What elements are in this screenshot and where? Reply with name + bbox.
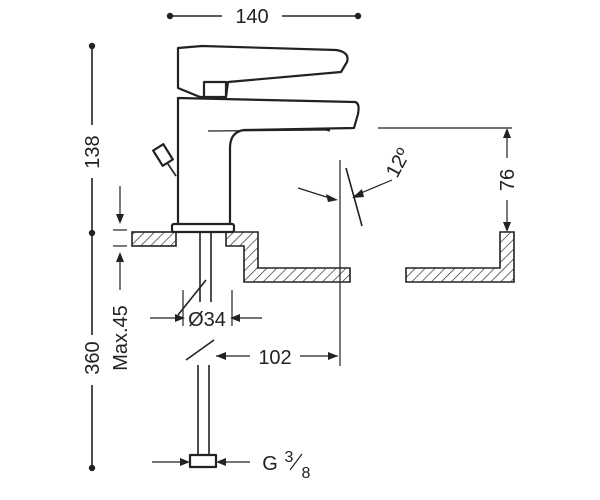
countertop-sink-left xyxy=(225,231,351,283)
dimension-thread: G 3 8 xyxy=(152,449,311,482)
label-reach-102: 102 xyxy=(258,347,291,369)
label-diameter-34: Ø34 xyxy=(188,309,226,331)
label-width-140: 140 xyxy=(235,6,268,28)
dimension-reach-102: 102 xyxy=(216,160,341,369)
dimension-diameter-34: Ø34 xyxy=(150,279,262,331)
dimension-width-140: 140 xyxy=(166,6,362,28)
countertop-sink-right xyxy=(405,231,515,283)
dimension-height-138: 138 xyxy=(82,42,104,237)
label-height-360: 360 xyxy=(82,341,104,374)
countertop-left xyxy=(131,231,177,247)
faucet-body xyxy=(170,96,360,234)
label-height-138: 138 xyxy=(82,135,104,168)
label-angle-12: 12º xyxy=(382,144,416,181)
dimension-height-360: 360 xyxy=(82,233,104,472)
dimension-angle-12: 12º xyxy=(297,144,416,227)
supply-hose xyxy=(185,232,218,469)
popup-rod xyxy=(152,143,177,177)
label-thread-denominator: 8 xyxy=(302,465,311,482)
label-drop-76: 76 xyxy=(497,169,519,191)
dimension-drop-76: 76 xyxy=(378,127,519,232)
lever-handle xyxy=(176,44,349,99)
label-thread-g: G xyxy=(262,453,278,475)
dimension-max-45: Max.45 xyxy=(110,186,132,371)
label-thread-numerator: 3 xyxy=(285,449,294,466)
label-max-45: Max.45 xyxy=(110,305,132,371)
